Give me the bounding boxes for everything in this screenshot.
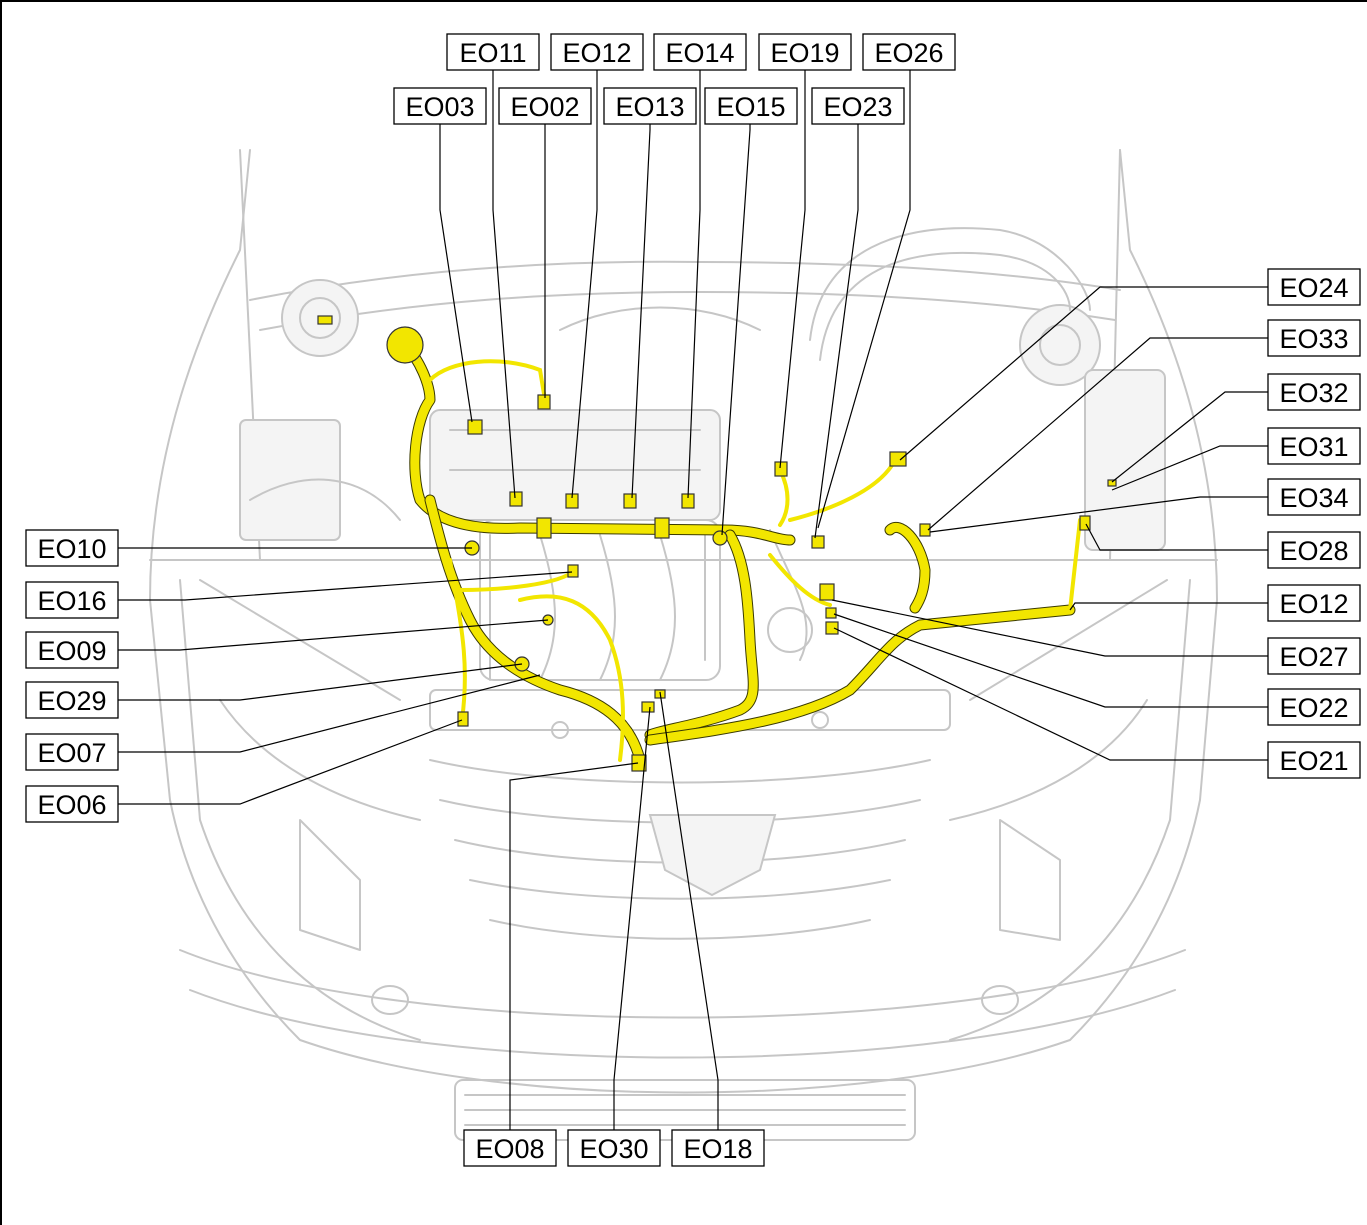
callouts-left: EO10 EO16 EO09 EO29 EO07 EO06	[25, 529, 119, 823]
callout-eo19: EO19	[770, 38, 839, 68]
callouts-top-row2: EO03 EO02 EO13 EO15 EO23	[393, 87, 905, 125]
callout-eo24: EO24	[1279, 273, 1348, 303]
callout-eo13: EO13	[615, 92, 684, 122]
callout-eo07: EO07	[37, 738, 106, 768]
callout-eo28: EO28	[1279, 536, 1348, 566]
callout-eo31: EO31	[1279, 432, 1348, 462]
callout-eo30: EO30	[579, 1134, 648, 1164]
callouts-right: EO24 EO33 EO32 EO31 EO34 EO28 EO12 EO27 …	[1267, 268, 1361, 779]
callout-eo02: EO02	[510, 92, 579, 122]
callouts-top-row1: EO11 EO12 EO14 EO19 EO26	[446, 33, 956, 71]
wiring-harness	[317, 315, 1117, 772]
callout-eo10: EO10	[37, 534, 106, 564]
callout-eo29: EO29	[37, 686, 106, 716]
callout-eo08: EO08	[475, 1134, 544, 1164]
callout-eo16: EO16	[37, 586, 106, 616]
callout-eo03: EO03	[405, 92, 474, 122]
callout-eo09: EO09	[37, 636, 106, 666]
callout-eo26: EO26	[874, 38, 943, 68]
callout-eo32: EO32	[1279, 378, 1348, 408]
callout-eo33: EO33	[1279, 324, 1348, 354]
callout-eo15: EO15	[716, 92, 785, 122]
callout-eo34: EO34	[1279, 483, 1348, 513]
callout-eo12-top: EO12	[562, 38, 631, 68]
callout-eo27: EO27	[1279, 642, 1348, 672]
callout-eo12-right: EO12	[1279, 589, 1348, 619]
leader-lines	[118, 70, 1268, 1130]
callouts-bottom: EO08 EO30 EO18	[463, 1129, 765, 1167]
callout-eo14: EO14	[665, 38, 734, 68]
callout-eo18: EO18	[683, 1134, 752, 1164]
callout-eo23: EO23	[823, 92, 892, 122]
callout-eo06: EO06	[37, 790, 106, 820]
callout-eo11: EO11	[459, 38, 526, 68]
vehicle-outline	[149, 149, 1218, 1141]
callout-eo22: EO22	[1279, 693, 1348, 723]
callout-eo21: EO21	[1279, 746, 1348, 776]
